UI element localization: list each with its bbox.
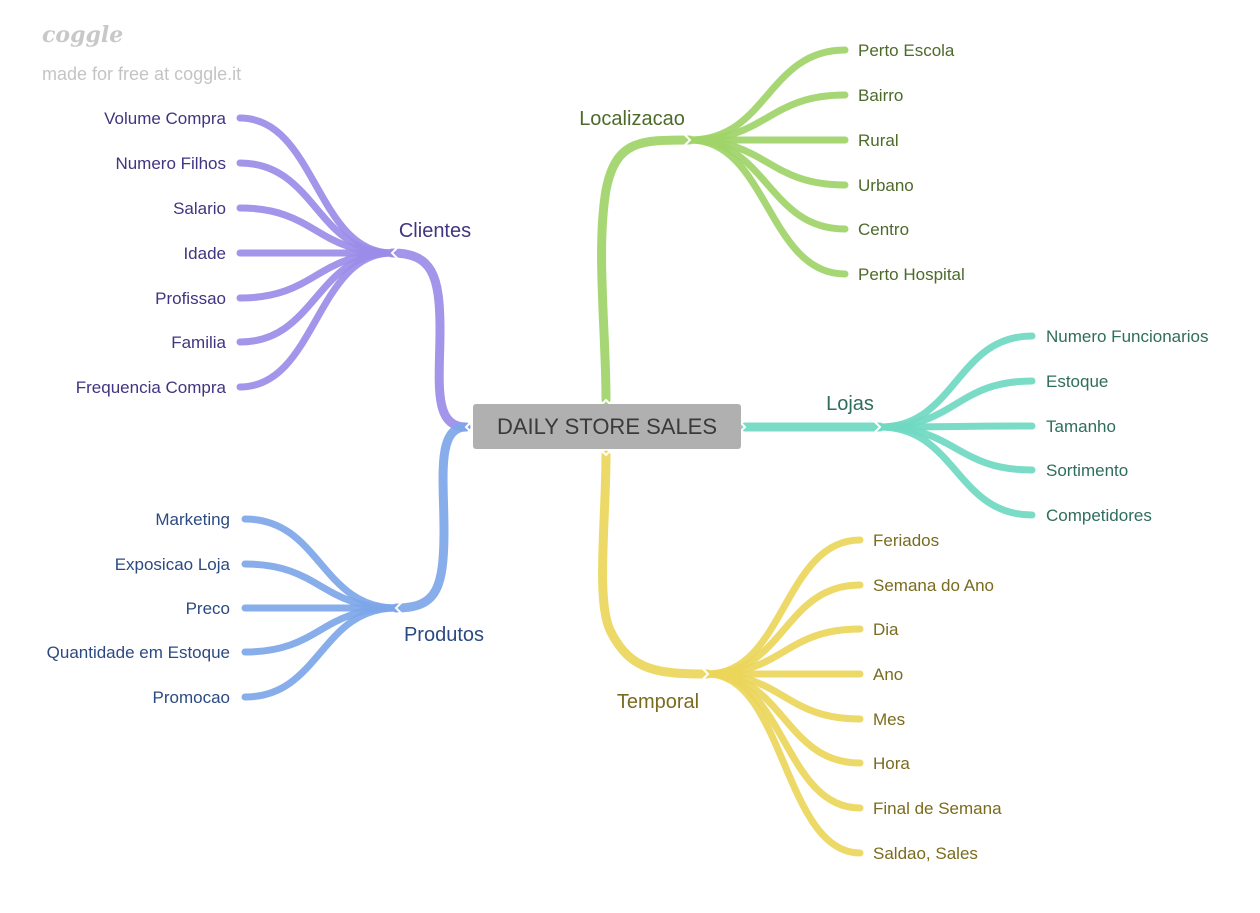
trunk-produtos bbox=[391, 422, 471, 613]
leaf-promocao[interactable]: Promocao bbox=[153, 688, 230, 707]
leaf-dia[interactable]: Dia bbox=[873, 620, 899, 639]
leaf-mes[interactable]: Mes bbox=[873, 710, 905, 729]
leaf-quantidade-em-estoque[interactable]: Quantidade em Estoque bbox=[47, 643, 230, 662]
junction-notch-2 bbox=[599, 448, 613, 457]
leaf-salario[interactable]: Salario bbox=[173, 199, 226, 218]
branch-label-lojas[interactable]: Lojas bbox=[826, 393, 874, 415]
branch-label-localizacao[interactable]: Localizacao bbox=[579, 108, 685, 130]
connector-competidores bbox=[876, 423, 1036, 519]
leaf-estoque[interactable]: Estoque bbox=[1046, 372, 1108, 391]
leaf-feriados[interactable]: Feriados bbox=[873, 531, 939, 550]
watermark-logo: coggle bbox=[42, 22, 124, 48]
leaf-frequencia-compra[interactable]: Frequencia Compra bbox=[76, 378, 227, 397]
connector-promocao bbox=[241, 604, 400, 701]
leaf-exposicao-loja[interactable]: Exposicao Loja bbox=[115, 555, 231, 574]
leaf-familia[interactable]: Familia bbox=[171, 333, 226, 352]
branch-label-temporal[interactable]: Temporal bbox=[617, 691, 699, 713]
central-node-box bbox=[473, 404, 741, 449]
leaf-idade[interactable]: Idade bbox=[183, 244, 226, 263]
connector-saldao-sales bbox=[704, 670, 864, 857]
leaf-competidores[interactable]: Competidores bbox=[1046, 506, 1152, 525]
leaf-semana-do-ano[interactable]: Semana do Ano bbox=[873, 576, 994, 595]
watermark-text: made for free at coggle.it bbox=[42, 64, 242, 84]
leaf-hora[interactable]: Hora bbox=[873, 754, 910, 773]
trunk-localizacao bbox=[597, 135, 695, 405]
junction-notch-7 bbox=[873, 420, 882, 434]
leaf-tamanho[interactable]: Tamanho bbox=[1046, 417, 1116, 436]
leaf-centro[interactable]: Centro bbox=[858, 220, 909, 239]
leaf-ano[interactable]: Ano bbox=[873, 665, 903, 684]
branch-label-clientes[interactable]: Clientes bbox=[399, 220, 471, 242]
leaf-urbano[interactable]: Urbano bbox=[858, 176, 914, 195]
connector-estoque bbox=[876, 377, 1036, 431]
connector-perto-hospital bbox=[686, 136, 849, 278]
leaf-preco[interactable]: Preco bbox=[186, 599, 230, 618]
junction-notch-0 bbox=[464, 420, 473, 434]
central-node[interactable]: DAILY STORE SALES bbox=[473, 404, 741, 449]
trunk-clientes bbox=[387, 248, 471, 432]
connector-frequencia-compra bbox=[236, 249, 396, 391]
leaf-bairro[interactable]: Bairro bbox=[858, 86, 903, 105]
connector-layer bbox=[236, 46, 1036, 857]
junction-notch-5 bbox=[394, 601, 403, 615]
leaf-profissao[interactable]: Profissao bbox=[155, 289, 226, 308]
junction-notch-6 bbox=[683, 133, 692, 147]
leaf-sortimento[interactable]: Sortimento bbox=[1046, 461, 1128, 480]
leaf-rural[interactable]: Rural bbox=[858, 131, 899, 150]
leaf-numero-funcionarios[interactable]: Numero Funcionarios bbox=[1046, 327, 1209, 346]
branch-label-produtos[interactable]: Produtos bbox=[404, 624, 484, 646]
leaf-marketing[interactable]: Marketing bbox=[155, 510, 230, 529]
leaf-saldao-sales[interactable]: Saldao, Sales bbox=[873, 844, 978, 863]
junction-notch-4 bbox=[390, 246, 399, 260]
junction-notch-8 bbox=[701, 667, 710, 681]
leaf-volume-compra[interactable]: Volume Compra bbox=[104, 109, 226, 128]
central-node-label: DAILY STORE SALES bbox=[497, 414, 717, 439]
leaf-perto-escola[interactable]: Perto Escola bbox=[858, 41, 955, 60]
leaf-final-de-semana[interactable]: Final de Semana bbox=[873, 799, 1002, 818]
leaf-numero-filhos[interactable]: Numero Filhos bbox=[115, 154, 226, 173]
trunk-temporal bbox=[598, 450, 713, 679]
leaf-perto-hospital[interactable]: Perto Hospital bbox=[858, 265, 965, 284]
